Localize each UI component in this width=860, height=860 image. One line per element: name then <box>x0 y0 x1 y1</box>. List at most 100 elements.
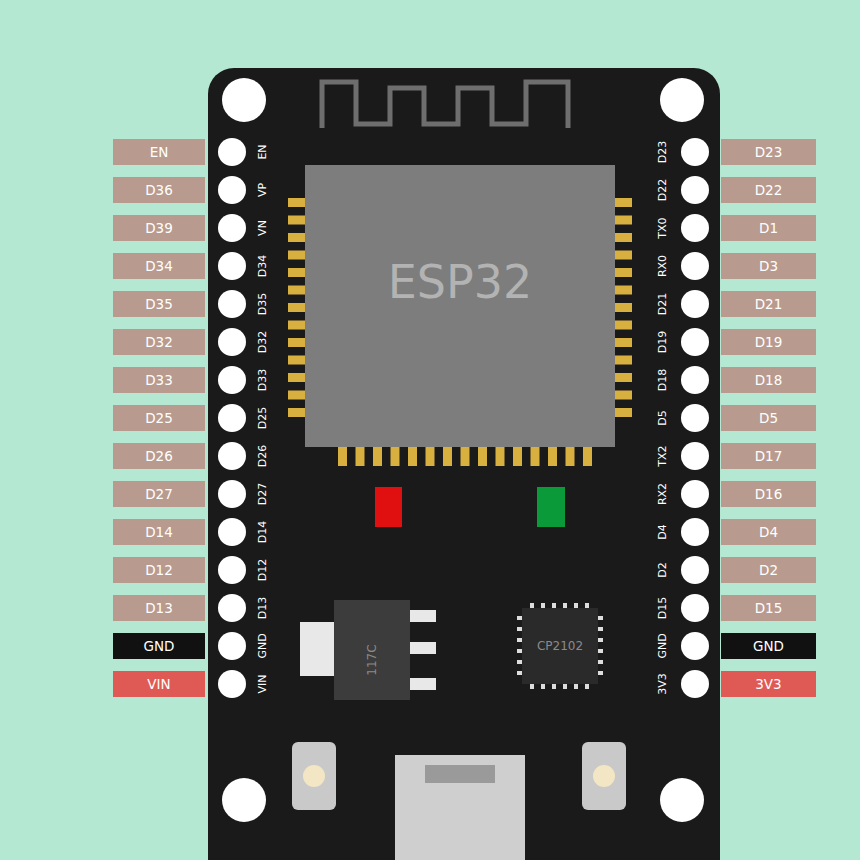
module-pin <box>531 444 540 466</box>
usb-uart-chip <box>522 608 598 684</box>
header-pin <box>681 518 709 546</box>
header-pin <box>681 632 709 660</box>
pin-tag: D21 <box>721 291 816 317</box>
header-pin <box>218 556 246 584</box>
pin-tag: D3 <box>721 253 816 279</box>
header-pin <box>218 138 246 166</box>
module-pin <box>461 444 470 466</box>
silkscreen-pin-name: VP <box>257 183 269 197</box>
header-pin <box>681 290 709 318</box>
header-pin <box>681 442 709 470</box>
pin-tag: D5 <box>721 405 816 431</box>
header-pin <box>681 328 709 356</box>
silkscreen-pin-name: D13 <box>257 597 269 619</box>
header-pin <box>681 670 709 698</box>
header-pin <box>681 556 709 584</box>
module-pin <box>496 444 505 466</box>
regulator-tab <box>300 622 334 676</box>
silkscreen-pin-name: VIN <box>257 675 269 694</box>
button-cap <box>593 765 615 787</box>
header-pin <box>218 442 246 470</box>
silkscreen-pin-name: D26 <box>257 445 269 467</box>
regulator-pin <box>410 642 436 654</box>
header-pin <box>218 480 246 508</box>
pin-tag: D33 <box>113 367 205 393</box>
pin-tag: D13 <box>113 595 205 621</box>
header-pins <box>218 138 709 698</box>
silkscreen-pin-name: D23 <box>657 141 669 163</box>
pin-tag: D34 <box>113 253 205 279</box>
pin-tag: D25 <box>113 405 205 431</box>
pin-tag: EN <box>113 139 205 165</box>
module-pin <box>478 444 487 466</box>
module-pin <box>513 444 522 466</box>
chip-marking: CP2102 <box>537 639 583 653</box>
pcb-antenna <box>322 82 568 128</box>
pin-tag: D19 <box>721 329 816 355</box>
pin-tag: 3V3 <box>721 671 816 697</box>
pin-tag: D18 <box>721 367 816 393</box>
silkscreen-pin-name: D18 <box>657 369 669 391</box>
regulator-pin <box>410 610 436 622</box>
header-pin <box>218 366 246 394</box>
silkscreen-pin-name: D2 <box>657 562 669 577</box>
header-pin <box>218 404 246 432</box>
esp32-module <box>305 165 615 447</box>
header-pin <box>218 290 246 318</box>
silkscreen-pin-name: 3V3 <box>657 673 669 695</box>
header-pin <box>218 594 246 622</box>
pin-tag: D4 <box>721 519 816 545</box>
module-pin <box>338 444 347 466</box>
header-pin <box>218 214 246 242</box>
pin-tag: D27 <box>113 481 205 507</box>
boot-button <box>292 742 336 810</box>
silkscreen-pin-name: GND <box>257 633 269 658</box>
module-pin <box>356 444 365 466</box>
pin-tag: D1 <box>721 215 816 241</box>
pin-tag: D16 <box>721 481 816 507</box>
silkscreen-pin-name: EN <box>257 144 269 159</box>
silkscreen-pin-name: D22 <box>657 179 669 201</box>
module-pin <box>548 444 557 466</box>
pin-tag: D12 <box>113 557 205 583</box>
pin-tag: D39 <box>113 215 205 241</box>
header-pin <box>681 594 709 622</box>
silkscreen-pin-name: D32 <box>257 331 269 353</box>
module-pin <box>391 444 400 466</box>
silkscreen-pin-name: VN <box>257 220 269 236</box>
header-pin <box>218 518 246 546</box>
regulator-marking: 117C <box>365 644 379 675</box>
usb-socket <box>425 765 495 783</box>
silkscreen-pin-name: D33 <box>257 369 269 391</box>
usb-chip-pins <box>517 603 603 689</box>
module-pin <box>408 444 417 466</box>
header-pin <box>218 252 246 280</box>
mount-hole <box>660 78 704 122</box>
module-pin <box>583 444 592 466</box>
header-pin <box>681 214 709 242</box>
module-pin <box>443 444 452 466</box>
mount-hole <box>222 778 266 822</box>
header-pin <box>681 138 709 166</box>
header-pin <box>218 176 246 204</box>
pin-tag: D36 <box>113 177 205 203</box>
module-pin <box>426 444 435 466</box>
power-led <box>375 487 402 527</box>
pin-tag: D26 <box>113 443 205 469</box>
pin-tag: D32 <box>113 329 205 355</box>
silkscreen-pin-name: D25 <box>257 407 269 429</box>
pin-tag: D2 <box>721 557 816 583</box>
header-pin <box>681 176 709 204</box>
silkscreen-pin-name: D34 <box>257 255 269 277</box>
module-pin <box>373 444 382 466</box>
silkscreen-pin-name: D12 <box>257 559 269 581</box>
pin-tag: GND <box>721 633 816 659</box>
micro-usb-port <box>395 755 525 860</box>
header-pin <box>218 328 246 356</box>
header-pin <box>681 252 709 280</box>
silkscreen-pin-name: D27 <box>257 483 269 505</box>
header-pin <box>218 670 246 698</box>
module-pin <box>566 444 575 466</box>
reset-button <box>582 742 626 810</box>
